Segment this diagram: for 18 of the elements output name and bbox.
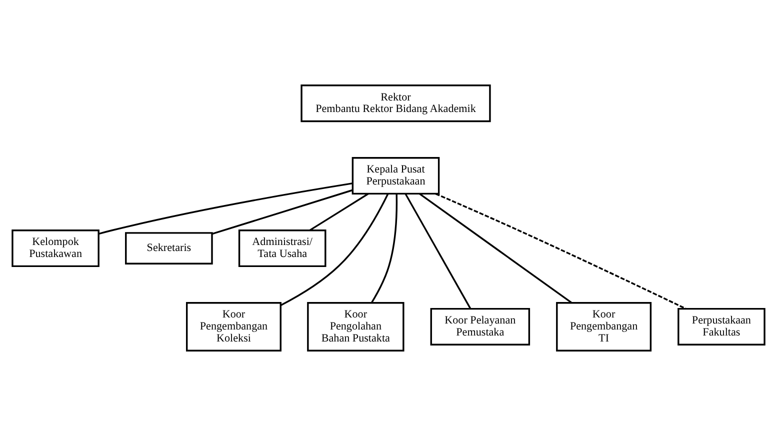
node-box: Koor Pelayanan Pemustaka [430,308,530,346]
node-box: Kepala Pusat Perpustakaan [352,157,440,195]
node-box: Kelompok Pustakawan [12,230,100,268]
connector [404,193,472,310]
node-box: Koor Pengolahan Bahan Pustakta [307,302,404,352]
node-box: Koor Pengembangan Koleksi [186,302,282,352]
node-box: Rektor Pembantu Rektor Bidang Akademik [300,84,491,122]
connector [280,194,389,306]
node-box: Perpustakaan Fakultas [678,308,766,346]
connector [212,189,353,235]
node-box: Koor Pengembangan TI [556,302,652,352]
connector [419,193,572,304]
connector [309,193,369,231]
node-box: Administrasi/ Tata Usaha [238,230,326,268]
connector [370,194,398,304]
connector [98,182,353,235]
connector [435,193,686,310]
node-box: Sekretaris [125,232,213,264]
